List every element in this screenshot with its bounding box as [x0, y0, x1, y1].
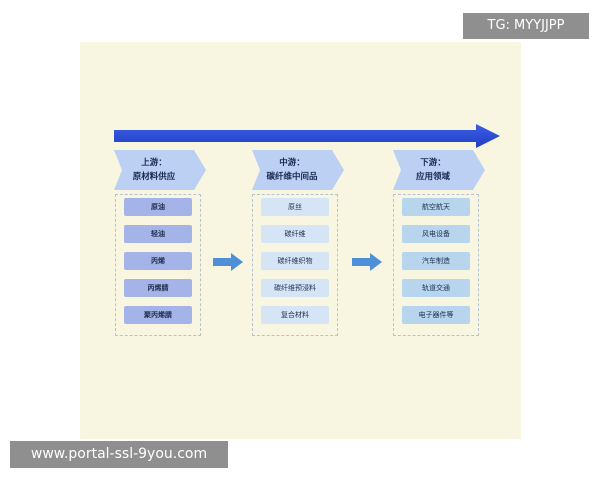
midstream-item: 原丝 — [261, 198, 329, 216]
stage-header-upstream: 上游： 原材料供应 — [114, 150, 206, 190]
chevron-shape — [393, 150, 485, 190]
midstream-item: 碳纤维预浸料 — [261, 279, 329, 297]
midstream-item: 碳纤维织物 — [261, 252, 329, 270]
url-watermark: www.portal-ssl-9you.com — [10, 441, 228, 468]
upstream-item: 轻油 — [124, 225, 192, 243]
upstream-item: 聚丙烯腈 — [124, 306, 192, 324]
flow-arrow-right-icon — [213, 253, 243, 271]
downstream-item: 轨道交通 — [402, 279, 470, 297]
stage-subtitle: 应用领域 — [415, 172, 450, 182]
stage-header-downstream: 下游： 应用领域 — [393, 150, 485, 190]
flow-arrow-right-icon — [352, 253, 382, 271]
value-chain-arrow — [114, 124, 500, 148]
downstream-column: 航空航天 风电设备 汽车制造 轨道交通 电子器件等 — [393, 194, 479, 336]
midstream-item: 复合材料 — [261, 306, 329, 324]
stage-header-midstream: 中游： 碳纤维中间品 — [252, 150, 344, 190]
telegram-watermark: TG: MYYJJPP — [463, 13, 589, 39]
stage-title: 中游： — [279, 158, 305, 168]
downstream-item: 风电设备 — [402, 225, 470, 243]
downstream-item: 电子器件等 — [402, 306, 470, 324]
upstream-item: 丙烯腈 — [124, 279, 192, 297]
stage-subtitle: 碳纤维中间品 — [266, 172, 318, 182]
upstream-column: 原油 轻油 丙烯 丙烯腈 聚丙烯腈 — [115, 194, 201, 336]
stage-subtitle: 原材料供应 — [132, 172, 176, 182]
downstream-item: 航空航天 — [402, 198, 470, 216]
upstream-item: 丙烯 — [124, 252, 192, 270]
chevron-shape — [252, 150, 344, 190]
stage-title: 下游： — [420, 158, 446, 168]
midstream-column: 原丝 碳纤维 碳纤维织物 碳纤维预浸料 复合材料 — [252, 194, 338, 336]
downstream-item: 汽车制造 — [402, 252, 470, 270]
chevron-shape — [114, 150, 206, 190]
midstream-item: 碳纤维 — [261, 225, 329, 243]
stage-title: 上游： — [141, 158, 167, 168]
upstream-item: 原油 — [124, 198, 192, 216]
